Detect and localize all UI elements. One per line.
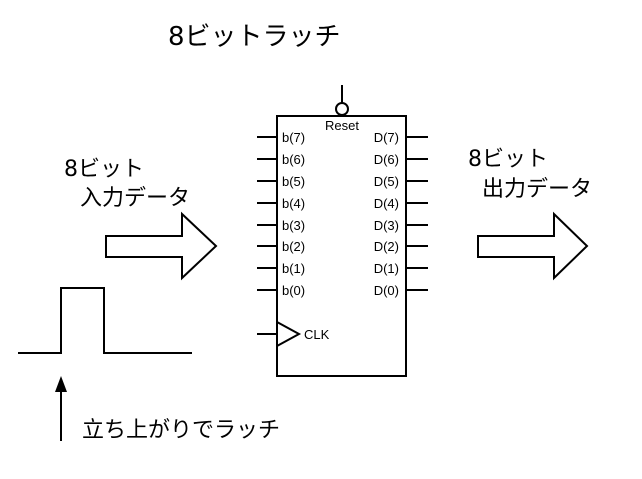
output-pin-label: D(6)	[374, 152, 399, 167]
output-label-line1: 8ビット	[468, 147, 548, 172]
clock-triangle-icon	[276, 321, 302, 347]
input-label-line1: 8ビット	[64, 157, 144, 182]
rising-edge-arrow-icon	[55, 376, 67, 392]
input-label-line2: 入力データ	[80, 186, 190, 211]
output-pin-label: D(4)	[374, 196, 399, 211]
output-pin-label: D(3)	[374, 218, 399, 233]
input-pin-label: b(2)	[282, 239, 305, 254]
input-pin-label: b(4)	[282, 196, 305, 211]
output-pin-label: D(0)	[374, 283, 399, 298]
input-pin-label: b(6)	[282, 152, 305, 167]
page-title: 8ビットラッチ	[168, 22, 341, 52]
input-pin-label: b(5)	[282, 174, 305, 189]
reset-label: Reset	[325, 118, 359, 133]
output-arrow-icon	[477, 211, 589, 281]
input-arrow-icon	[105, 211, 218, 281]
input-pins: b(7) b(6) b(5) b(4) b(3) b(2) b(1) b(0)	[257, 130, 305, 298]
output-pin-label: D(2)	[374, 239, 399, 254]
output-pin-label: D(1)	[374, 261, 399, 276]
clock-pulse-waveform	[18, 287, 192, 354]
input-pin-label: b(7)	[282, 130, 305, 145]
clock-label: CLK	[304, 327, 330, 342]
output-pin-label: D(5)	[374, 174, 399, 189]
input-pin-label: b(3)	[282, 218, 305, 233]
input-pin-label: b(0)	[282, 283, 305, 298]
output-label-line2: 出力データ	[482, 177, 592, 202]
rising-edge-note: 立ち上がりでラッチ	[82, 418, 280, 443]
output-pin-label: D(7)	[374, 130, 399, 145]
reset-inversion-bubble	[335, 102, 349, 116]
output-pins: D(7) D(6) D(5) D(4) D(3) D(2) D(1) D(0)	[374, 130, 428, 298]
input-pin-label: b(1)	[282, 261, 305, 276]
